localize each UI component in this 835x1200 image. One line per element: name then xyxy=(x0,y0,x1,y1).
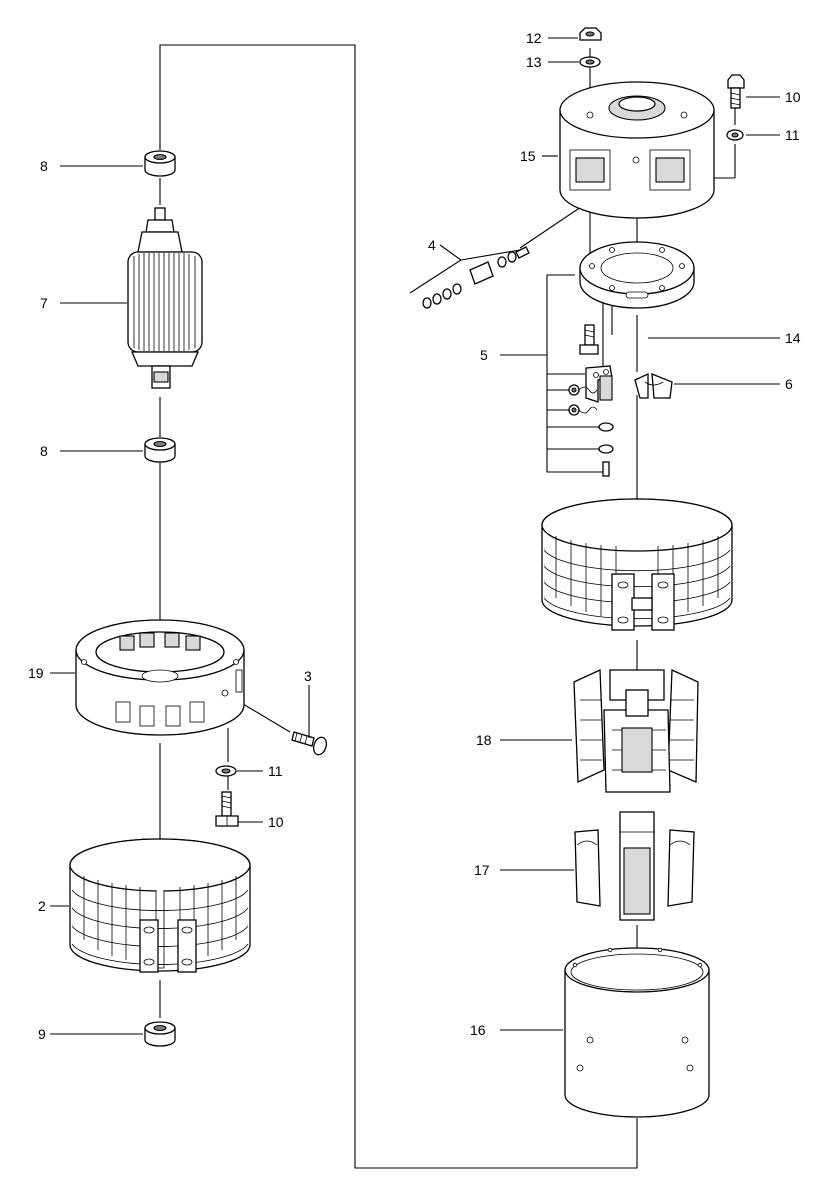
frame-cylinder-16 xyxy=(564,947,710,1118)
bolt-14 xyxy=(579,324,599,355)
callout-12: 12 xyxy=(526,30,542,46)
callout-10-left: 10 xyxy=(268,814,284,830)
callout-15: 15 xyxy=(520,148,536,164)
screw-3 xyxy=(291,731,327,756)
callout-5: 5 xyxy=(480,347,488,363)
callout-4: 4 xyxy=(428,237,436,253)
brush-plate-ring xyxy=(579,241,695,309)
callout-17: 17 xyxy=(474,862,490,878)
washer-13 xyxy=(579,56,601,68)
callout-16: 16 xyxy=(470,1022,486,1038)
bearing-9 xyxy=(144,1021,176,1047)
bolt-10-right xyxy=(727,74,745,109)
callout-labels: 8 7 8 19 3 11 10 2 9 12 13 10 11 15 4 14… xyxy=(28,30,801,1042)
callout-10-right: 10 xyxy=(785,89,801,105)
field-coils-18 xyxy=(573,669,699,793)
callout-18: 18 xyxy=(476,732,492,748)
perforated-band-2 xyxy=(69,838,251,973)
callout-11-left: 11 xyxy=(268,763,283,779)
callout-9: 9 xyxy=(38,1026,46,1042)
housing-15 xyxy=(559,81,715,219)
callout-13: 13 xyxy=(526,54,542,70)
pin-set-4 xyxy=(422,246,530,309)
bolt-10-left xyxy=(215,791,239,827)
callout-3: 3 xyxy=(304,668,312,684)
end-housing-19 xyxy=(75,619,245,736)
pole-shoes-17 xyxy=(574,811,695,921)
callout-6: 6 xyxy=(785,376,793,392)
leader-lines xyxy=(50,37,780,1035)
callout-7: 7 xyxy=(40,295,48,311)
callout-8-lower: 8 xyxy=(40,443,48,459)
brush-clip-6 xyxy=(634,372,673,399)
perforated-band-right xyxy=(541,498,733,631)
washer-11-left xyxy=(215,765,237,777)
callout-11-right: 11 xyxy=(785,127,800,143)
callout-8-upper: 8 xyxy=(40,158,48,174)
callout-14: 14 xyxy=(785,330,801,346)
nut-12 xyxy=(579,27,602,41)
bearing-8-lower xyxy=(144,437,176,463)
washer-11-right xyxy=(726,129,744,141)
callout-19: 19 xyxy=(28,665,44,681)
callout-2: 2 xyxy=(38,898,46,914)
brush-holder-kit-5 xyxy=(546,274,614,477)
armature-7 xyxy=(127,207,203,389)
bearing-8-upper xyxy=(144,150,176,177)
